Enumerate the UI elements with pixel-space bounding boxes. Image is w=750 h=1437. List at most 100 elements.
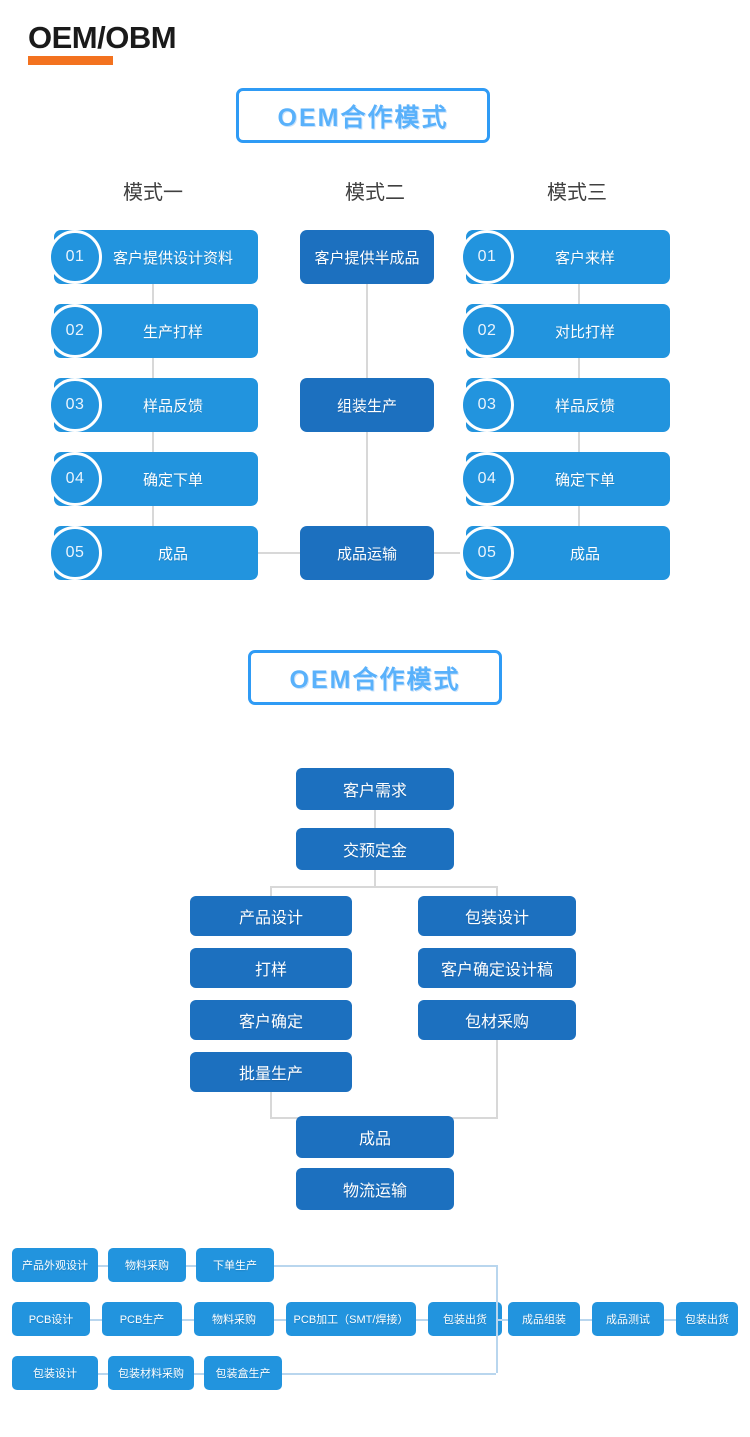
- chip-label: 物料采购: [125, 1260, 169, 1272]
- step-mode3-02[interactable]: 02 对比打样: [460, 304, 670, 358]
- node-customer-confirm[interactable]: 客户确定: [190, 1000, 352, 1040]
- page-header: OEM/OBM: [28, 20, 177, 65]
- step-label: 客户提供半成品: [314, 249, 420, 267]
- chip-label: 包装出货: [443, 1314, 487, 1326]
- node-prototype[interactable]: 打样: [190, 948, 352, 988]
- chip-packing-shipment-mid[interactable]: 包装出货: [428, 1302, 502, 1336]
- connector-c1-2: [152, 358, 154, 378]
- chip-material-purchase-top[interactable]: 物料采购: [108, 1248, 186, 1282]
- node-mass-production[interactable]: 批量生产: [190, 1052, 352, 1092]
- step-mode3-03[interactable]: 03 样品反馈: [460, 378, 670, 432]
- node-label: 成品: [358, 1131, 391, 1148]
- node-label: 物流运输: [342, 1183, 407, 1200]
- node-logistics[interactable]: 物流运输: [296, 1168, 454, 1210]
- chip-pcb-assembly-smt[interactable]: PCB加工（SMT/焊接）: [286, 1302, 416, 1336]
- node-label: 客户确定设计稿: [440, 962, 553, 979]
- step-badge-number: 01: [460, 230, 514, 284]
- node-label: 客户确定: [238, 1014, 303, 1031]
- step-mode2-2[interactable]: 组装生产: [300, 378, 434, 432]
- column-heading-mode2: 模式二: [345, 182, 405, 204]
- step-label: 成品运输: [336, 545, 397, 563]
- node-customer-demand[interactable]: 客户需求: [296, 768, 454, 810]
- connector-s3-m1: [90, 1319, 102, 1321]
- connector-s2-top1: [374, 810, 376, 828]
- chip-packing-shipment-right[interactable]: 包装出货: [676, 1302, 738, 1336]
- connector-c2-2: [366, 432, 368, 526]
- node-finished-goods[interactable]: 成品: [296, 1116, 454, 1158]
- step-mode1-02[interactable]: 02 生产打样: [48, 304, 258, 358]
- step-mode1-03[interactable]: 03 样品反馈: [48, 378, 258, 432]
- step-label: 样品反馈: [142, 397, 203, 415]
- chip-label: PCB加工（SMT/焊接）: [293, 1314, 409, 1326]
- step-mode1-01[interactable]: 01 客户提供设计资料: [48, 230, 258, 284]
- connector-c3-2: [578, 358, 580, 378]
- node-deposit[interactable]: 交预定金: [296, 828, 454, 870]
- connector-s2-split-stem: [374, 870, 376, 886]
- step-mode2-1[interactable]: 客户提供半成品: [300, 230, 434, 284]
- section2-banner-label: OEM合作模式: [289, 665, 461, 694]
- step-label: 成品: [569, 545, 600, 563]
- step-badge-number: 02: [460, 304, 514, 358]
- connector-s3-bracket-to-next: [496, 1319, 508, 1321]
- connector-s2-merge-left: [270, 1092, 272, 1118]
- section1-banner: OEM合作模式: [236, 88, 490, 143]
- chip-label: 产品外观设计: [22, 1260, 88, 1272]
- chip-order-production[interactable]: 下单生产: [196, 1248, 274, 1282]
- column-heading-mode1: 模式一: [123, 182, 183, 204]
- connector-c1-1: [152, 284, 154, 304]
- chip-label: PCB生产: [119, 1314, 165, 1326]
- section2-banner: OEM合作模式: [248, 650, 502, 705]
- step-mode3-04[interactable]: 04 确定下单: [460, 452, 670, 506]
- connector-c2-to-c3: [434, 552, 466, 554]
- node-package-design[interactable]: 包装设计: [418, 896, 576, 936]
- step-label: 客户提供设计资料: [112, 249, 233, 267]
- chip-pcb-design[interactable]: PCB设计: [12, 1302, 90, 1336]
- section1-banner-label: OEM合作模式: [277, 103, 449, 132]
- connector-c1-3: [152, 432, 154, 452]
- connector-s3-r1: [580, 1319, 592, 1321]
- column-heading-mode3: 模式三: [547, 182, 607, 204]
- connector-c2-1: [366, 284, 368, 378]
- step-mode3-01[interactable]: 01 客户来样: [460, 230, 670, 284]
- chip-final-assembly[interactable]: 成品组装: [508, 1302, 580, 1336]
- node-label: 交预定金: [342, 843, 407, 860]
- connector-s3-b2: [194, 1373, 204, 1375]
- page-title: OEM/OBM: [28, 20, 177, 55]
- chip-material-purchase-mid[interactable]: 物料采购: [194, 1302, 274, 1336]
- connector-s2-split-bar: [270, 886, 496, 888]
- node-customer-confirm-artwork[interactable]: 客户确定设计稿: [418, 948, 576, 988]
- step-badge-number: 04: [48, 452, 102, 506]
- step-mode2-3[interactable]: 成品运输: [300, 526, 434, 580]
- step-badge-number: 01: [48, 230, 102, 284]
- step-mode3-05[interactable]: 05 成品: [460, 526, 670, 580]
- node-product-design[interactable]: 产品设计: [190, 896, 352, 936]
- connector-s3-t1: [98, 1265, 108, 1267]
- chip-packaging-box-production[interactable]: 包装盒生产: [204, 1356, 282, 1390]
- node-packaging-purchase[interactable]: 包材采购: [418, 1000, 576, 1040]
- step-mode1-05[interactable]: 05 成品: [48, 526, 258, 580]
- chip-appearance-design[interactable]: 产品外观设计: [12, 1248, 98, 1282]
- step-label: 确定下单: [554, 471, 615, 489]
- title-underline-accent: [28, 56, 113, 65]
- chip-pcb-production[interactable]: PCB生产: [102, 1302, 182, 1336]
- step-badge-number: 05: [460, 526, 514, 580]
- chip-label: 包装盒生产: [215, 1368, 271, 1380]
- connector-s3-t2: [186, 1265, 196, 1267]
- step-badge-number: 03: [460, 378, 514, 432]
- chip-label: 包装材料采购: [118, 1368, 184, 1380]
- node-label: 打样: [254, 962, 287, 979]
- step-label: 组装生产: [336, 397, 397, 415]
- step-label: 确定下单: [142, 471, 203, 489]
- step-mode1-04[interactable]: 04 确定下单: [48, 452, 258, 506]
- chip-final-testing[interactable]: 成品测试: [592, 1302, 664, 1336]
- step-label: 样品反馈: [554, 397, 615, 415]
- chip-label: PCB设计: [28, 1314, 74, 1326]
- step-label: 生产打样: [142, 323, 203, 341]
- connector-s3-b1: [98, 1373, 108, 1375]
- chip-packaging-material-purchase[interactable]: 包装材料采购: [108, 1356, 194, 1390]
- connector-s3-m2: [182, 1319, 194, 1321]
- step-badge-number: 05: [48, 526, 102, 580]
- step-label: 成品: [157, 545, 188, 563]
- step-badge-number: 03: [48, 378, 102, 432]
- chip-packaging-design[interactable]: 包装设计: [12, 1356, 98, 1390]
